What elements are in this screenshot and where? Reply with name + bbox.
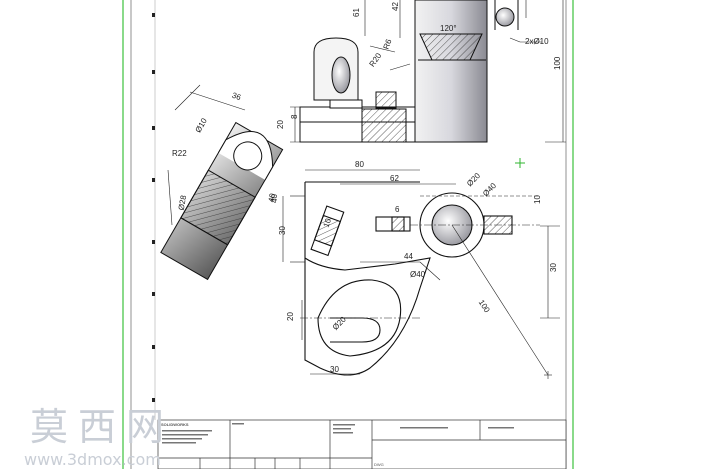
dim-aux-36: 36 [231,91,243,103]
dim-aux-40: 40 [267,192,278,203]
dim-top-2xd10: 2xØ10 [525,37,549,46]
dim-front-20: 20 [286,312,295,321]
dim-aux-r22: R22 [172,149,187,158]
dim-front-40: 40 [270,194,279,203]
dim-front-10a: 10 [533,195,542,204]
dim-top-r20: R20 [368,51,384,69]
dim-front-100: 100 [477,298,492,315]
sheet-frame [122,0,574,469]
title-block-label: SOLIDWORKS [161,422,189,427]
dim-front-d20: Ø20 [465,171,482,188]
dim-top-61: 61 [352,8,361,17]
watermark-url: www.3dmox.com [24,450,161,469]
top-section-view [299,0,519,143]
dim-aux-d28: Ø28 [177,194,189,211]
crosshair-icon [515,158,525,168]
top-dimension-lines [290,0,566,143]
auxiliary-view [160,121,284,281]
dim-top-100: 100 [553,56,562,70]
dim-front-30a: 30 [278,226,287,235]
dim-front-d40b: Ø40 [410,270,426,279]
dim-top-20: 20 [276,120,285,129]
dim-front-30c: 30 [330,365,339,374]
zone-markers [152,13,155,402]
dim-front-30b: 30 [549,263,558,272]
dim-top-42: 42 [391,2,400,11]
aux-dimension-lines [167,84,246,226]
watermark-logo: 莫西网 [30,405,174,449]
dim-front-44: 44 [404,252,413,261]
dim-front-62: 62 [390,174,399,183]
title-block-placeholder-text [162,423,514,444]
front-view [304,181,513,376]
endpoint-marker-icon [544,371,552,379]
dim-top-r6: R6 [382,37,394,50]
dim-front-6: 6 [395,205,400,214]
front-dimension-lines [282,169,560,376]
dim-aux-d10: Ø10 [194,116,210,134]
dim-front-d40: Ø40 [481,181,498,198]
title-block-dwg-label: DWG [374,462,384,467]
dim-top-120deg: 120° [440,24,457,33]
dim-front-80: 80 [355,160,364,169]
dim-top-8: 8 [290,114,299,119]
dim-front-10b: 10 [322,217,334,229]
